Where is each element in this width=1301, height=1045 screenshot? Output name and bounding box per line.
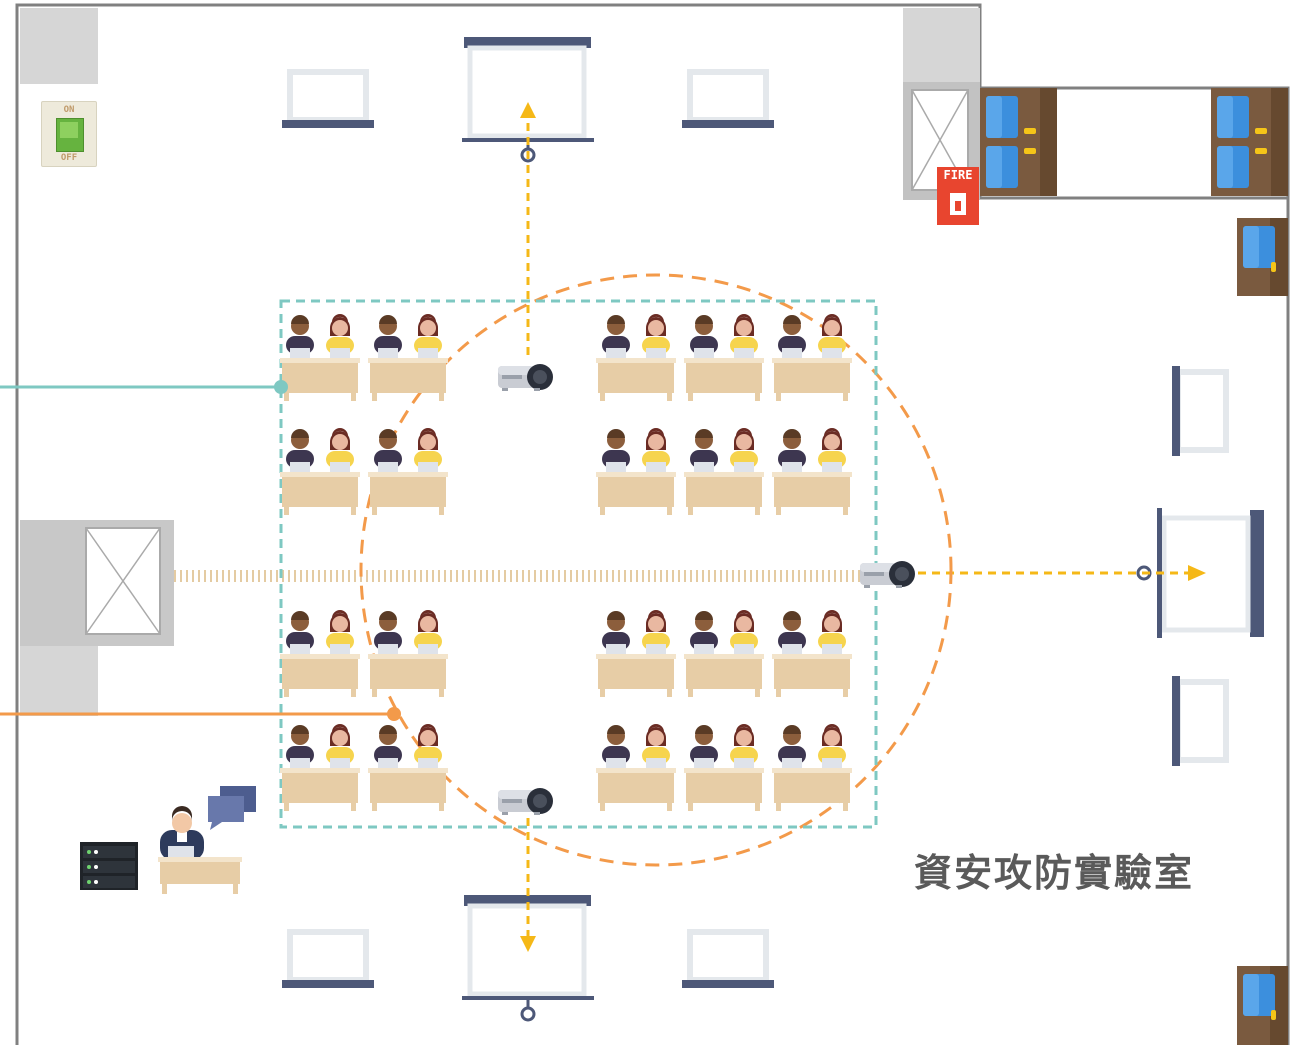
light-switch-icon[interactable]: ON OFF (41, 101, 97, 167)
door-icon[interactable] (1237, 966, 1288, 1045)
student-icon (772, 724, 852, 811)
projection-screen-icon (462, 895, 594, 1022)
student-icon (772, 610, 852, 697)
column-top-left (20, 8, 98, 84)
student-icon (368, 428, 448, 515)
window-icon (1172, 676, 1226, 766)
student-icon (368, 724, 448, 811)
room-name: 資安攻防實驗室 (914, 851, 1195, 895)
window-icon (282, 72, 374, 128)
server-rack-icon[interactable] (80, 842, 138, 890)
door-icon[interactable] (1237, 218, 1288, 296)
student-icon (684, 610, 764, 697)
arrow-head (520, 936, 536, 952)
fire-alarm-handle[interactable] (950, 193, 966, 215)
projector-icon[interactable] (860, 561, 915, 588)
callout-dot (387, 707, 401, 721)
student-icon (772, 314, 852, 401)
column-mid-left (20, 646, 98, 716)
student-icon (280, 724, 360, 811)
cabinet-icon[interactable] (980, 88, 1057, 196)
chat-bubble-icon (208, 786, 256, 830)
window-icon (1172, 366, 1226, 456)
projection-arrow (526, 118, 1190, 938)
student-icon (684, 314, 764, 401)
window-icon (282, 932, 374, 988)
cabinet-icon[interactable] (1211, 88, 1288, 196)
student-icon (368, 610, 448, 697)
fire-alarm-icon[interactable]: FIRE (937, 167, 979, 225)
student-group (280, 314, 852, 811)
coverage-circle (359, 273, 953, 867)
arrow-head (1188, 565, 1206, 581)
student-icon (596, 314, 676, 401)
arrow-head (520, 102, 536, 118)
window-icon (682, 932, 774, 988)
student-icon (684, 428, 764, 515)
student-icon (596, 724, 676, 811)
switch-off-label: OFF (60, 153, 78, 163)
admin-person-icon[interactable] (158, 806, 242, 894)
projector-icon[interactable] (498, 364, 553, 391)
projection-screen-icon (462, 37, 594, 163)
projector-icon[interactable] (498, 788, 553, 815)
student-icon (368, 314, 448, 401)
student-icon (596, 428, 676, 515)
student-icon (596, 610, 676, 697)
callout-dot (274, 380, 288, 394)
student-icon (280, 610, 360, 697)
switch-on-label: ON (63, 105, 75, 115)
student-icon (684, 724, 764, 811)
student-icon (772, 428, 852, 515)
fire-alarm-label: FIRE (943, 168, 973, 182)
student-icon (280, 428, 360, 515)
switch-lever[interactable] (56, 118, 84, 152)
column-top-right (903, 8, 980, 82)
student-icon (280, 314, 360, 401)
window-icon (682, 72, 774, 128)
